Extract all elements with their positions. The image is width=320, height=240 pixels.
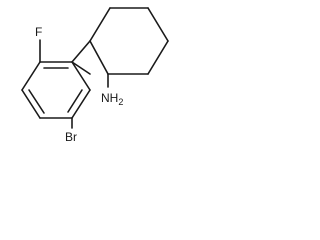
- ring-bond: [89, 40, 109, 75]
- aromatic-bond: [71, 61, 91, 91]
- double-bond-inner: [28, 89, 45, 114]
- aromatic-bond: [71, 61, 91, 75]
- ring-bond: [147, 40, 169, 75]
- ring-bond: [89, 7, 111, 42]
- ring-bond: [147, 7, 169, 42]
- aryl-cyclohexyl-bond: [71, 40, 91, 63]
- double-bond-inner: [67, 89, 83, 113]
- aromatic-bond: [21, 61, 41, 91]
- cyclohexane-ring: [89, 7, 169, 75]
- amine-label: NH2: [101, 91, 123, 107]
- bromine-label: Br: [65, 130, 77, 144]
- fluorine-label: F: [35, 25, 42, 39]
- aromatic-bond: [71, 89, 91, 119]
- amine-label-subscript: 2: [118, 97, 123, 107]
- aromatic-bond: [21, 89, 41, 119]
- amine-label-main: NH: [101, 91, 118, 105]
- chemical-structure-diagram: F NH2 Br: [21, 7, 169, 144]
- benzene-ring: [21, 61, 91, 119]
